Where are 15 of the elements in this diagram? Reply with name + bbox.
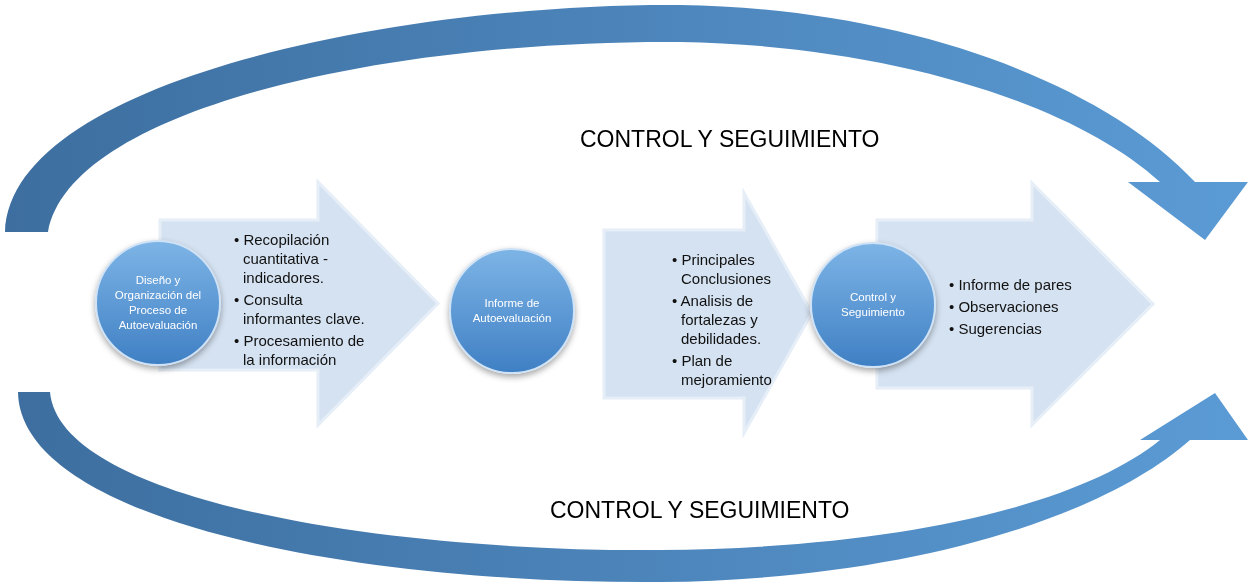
bullet-item: • Plan de mejoramiento: [672, 351, 773, 389]
bullet-item: • Consulta informantes clave.: [234, 290, 366, 328]
chevron-arrow: [602, 187, 814, 439]
bullet-item: • Sugerencias: [949, 319, 1043, 338]
bullet-item: • Principales Conclusiones: [672, 250, 773, 288]
bullet-item: • Recopilación cuantitativa - indicadores.: [234, 230, 331, 287]
cycle-label: CONTROL Y SEGUIMIENTO: [580, 125, 880, 154]
bullet-item: • Analisis de fortalezas y debilidades.: [672, 291, 763, 348]
cycle-label: CONTROL Y SEGUIMIENTO: [550, 496, 850, 525]
circle-text: Diseño y Organización del Proceso de Autoevaluación: [113, 273, 203, 333]
bullet-item: • Procesamiento de la información: [234, 331, 366, 369]
circle-text: Informe de Autoevaluación: [471, 296, 553, 326]
circle-text: Control y Seguimiento: [840, 290, 906, 320]
bullet-item: • Informe de pares: [949, 275, 1073, 294]
bullet-item: • Observaciones: [949, 297, 1060, 316]
